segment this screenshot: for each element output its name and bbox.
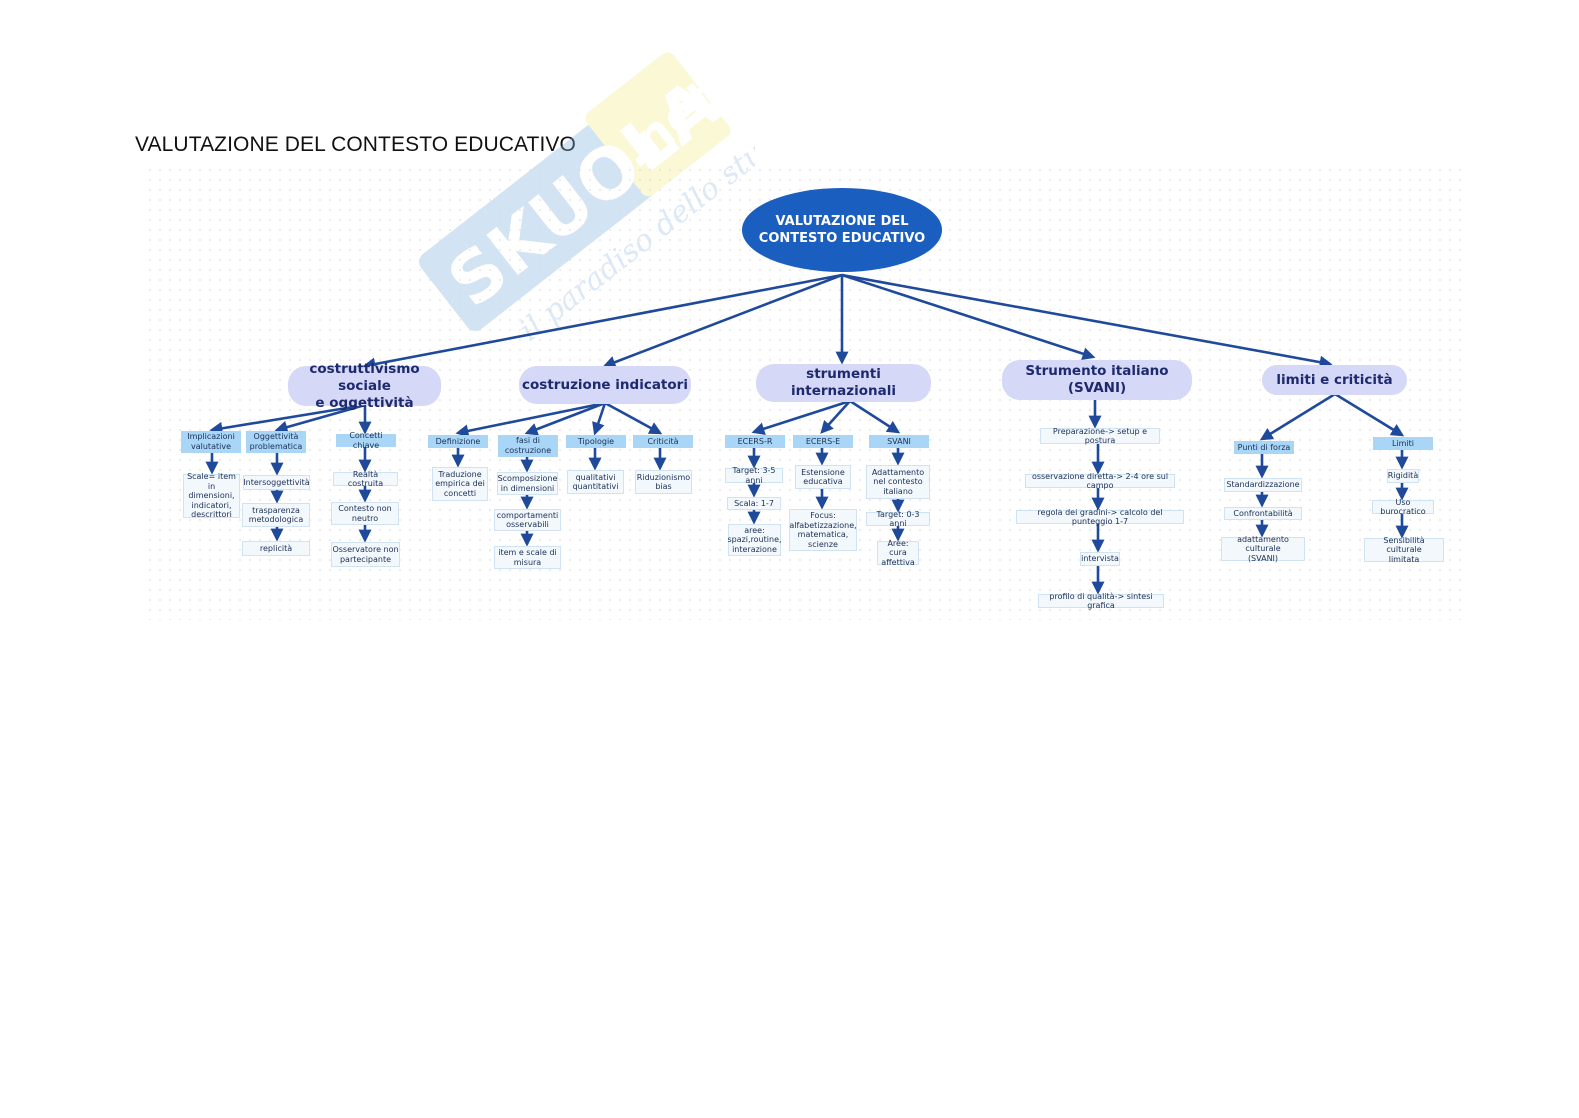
- leaf-replicita: replicità: [242, 541, 310, 556]
- branch-costruzione-indicatori[interactable]: costruzione indicatori: [519, 366, 691, 404]
- sub-svani-internazionale[interactable]: SVANI: [869, 435, 929, 448]
- leaf-osservatore-non-partecipante: Osservatore non partecipante: [331, 542, 400, 567]
- sub-tipologie[interactable]: Tipologie: [566, 435, 626, 448]
- leaf-aree-spazi-routine: aree: spazi,routine, interazione: [727, 524, 782, 556]
- leaf-aree-cura-affettiva: Aree: cura affettiva: [877, 539, 919, 567]
- sub-criticita[interactable]: Criticità: [633, 435, 693, 448]
- leaf-item-scale-misura: item e scale di misura: [494, 546, 561, 569]
- sub-definizione[interactable]: Definizione: [428, 435, 488, 448]
- leaf-target-0-3: Target: 0-3 anni: [866, 510, 930, 528]
- leaf-preparazione: Preparazione-> setup e postura: [1040, 427, 1160, 445]
- leaf-trasparenza-metodologica: trasparenza metodologica: [242, 503, 310, 527]
- leaf-osservazione-diretta: osservazione diretta-> 2-4 ore sul campo: [1025, 472, 1175, 490]
- branch-limiti-criticita[interactable]: limiti e criticità: [1262, 365, 1407, 395]
- sub-ecers-r[interactable]: ECERS-R: [725, 435, 785, 448]
- document-title: VALUTAZIONE DEL CONTESTO EDUCATIVO: [135, 133, 576, 156]
- leaf-rigidita: Rigidità: [1387, 469, 1419, 483]
- leaf-regola-gradini: regola dei gradini-> calcolo del puntegg…: [1016, 508, 1184, 526]
- leaf-adattamento-culturale: adattamento culturale (SVANI): [1221, 535, 1305, 563]
- leaf-scala-1-7: Scala: 1-7: [727, 497, 781, 510]
- leaf-traduzione-empirica: Traduzione empirica dei concetti: [432, 467, 488, 501]
- sub-ecers-e[interactable]: ECERS-E: [793, 435, 853, 448]
- leaf-qualitativi-quantitativi: qualitativi quantitativi: [567, 470, 624, 494]
- leaf-sensibilita-culturale: Sensibilità culturale limitata: [1364, 536, 1444, 564]
- leaf-standardizzazione: Standardizzazione: [1224, 478, 1302, 492]
- branch-strumento-italiano[interactable]: Strumento italiano (SVANI): [1002, 360, 1192, 400]
- leaf-intervista: intervista: [1080, 552, 1120, 566]
- sub-implicazioni-valutative[interactable]: Implicazioni valutative: [181, 431, 241, 453]
- leaf-estensione-educativa: Estensione educativa: [795, 465, 851, 489]
- leaf-intersoggettivita: Intersoggettività: [243, 475, 310, 490]
- leaf-scale-item: Scale= item in dimensioni, indicatori, d…: [183, 472, 240, 519]
- leaf-riduzionismo-bias: Riduzionismo bias: [635, 470, 692, 494]
- sub-fasi-di-costruzione[interactable]: fasi di costruzione: [498, 435, 558, 457]
- leaf-scomposizione-dimensioni: Scomposizione in dimensioni: [497, 472, 558, 495]
- leaf-comportamenti-osservabili: comportamenti osservabili: [494, 509, 561, 531]
- leaf-adattamento-contesto: Adattamento nel contesto italiano: [866, 465, 930, 499]
- leaf-uso-burocratico: Uso burocratico: [1372, 498, 1434, 516]
- branch-costruttivismo[interactable]: costruttivismo sociale e oggettività: [288, 361, 441, 411]
- leaf-target-3-5: Target: 3-5 anni: [725, 466, 783, 485]
- leaf-realta-costruita: Realtà costruita: [333, 470, 398, 488]
- leaf-profilo-qualita: profilo di qualità-> sintesi grafica: [1038, 592, 1164, 610]
- root-node[interactable]: VALUTAZIONE DEL CONTESTO EDUCATIVO: [742, 188, 942, 272]
- leaf-contesto-non-neutro: Contesto non neutro: [331, 502, 399, 525]
- leaf-confrontabilita: Confrontabilità: [1224, 507, 1302, 520]
- sub-limiti[interactable]: Limiti: [1373, 437, 1433, 450]
- leaf-focus-alfabetizzazione: Focus: alfabetizzazione, matematica, sci…: [789, 509, 857, 551]
- branch-strumenti-internazionali[interactable]: strumenti internazionali: [756, 364, 931, 402]
- sub-oggettivita-problematica[interactable]: Oggettività problematica: [246, 431, 306, 453]
- sub-punti-di-forza[interactable]: Punti di forza: [1234, 441, 1294, 454]
- sub-concetti-chiave[interactable]: Concetti chiave: [336, 431, 396, 450]
